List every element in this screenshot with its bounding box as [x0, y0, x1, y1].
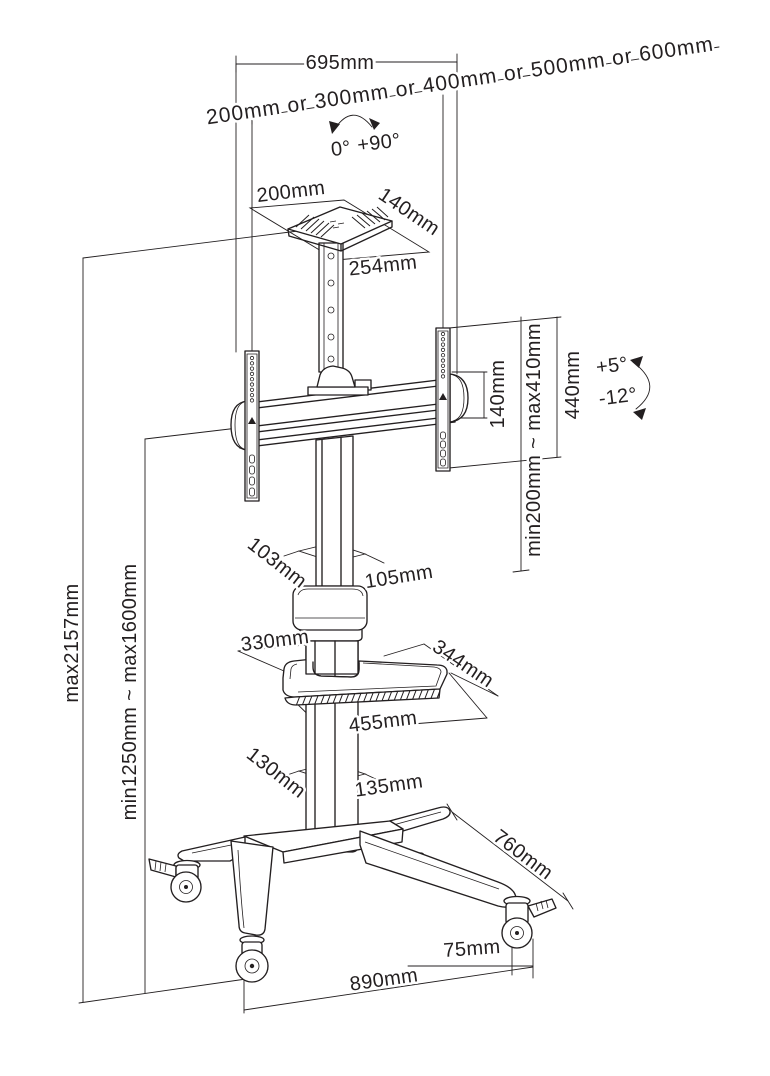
rotation-arrow-icon	[329, 114, 380, 134]
rotation-start-label: 0°	[330, 137, 352, 161]
screen-height-range-label: min1250mm ~ max1600mm	[119, 564, 141, 821]
caster-front	[235, 935, 269, 983]
rail-left-slots	[249, 454, 255, 497]
tilt-down-label: -12°	[598, 384, 639, 411]
crossbar-left-cap	[230, 400, 248, 451]
shelf-hatch-left	[295, 214, 335, 238]
camera-shelf-strut	[318, 242, 344, 373]
rotation-end-label: +90°	[356, 129, 402, 156]
tray-front-band	[284, 688, 441, 706]
rail-right-center-mark	[439, 393, 447, 400]
shelf-depth-label: 140mm	[374, 184, 443, 241]
base-leg-front	[230, 840, 274, 936]
camera-shelf	[287, 206, 393, 252]
rail-right-slots	[440, 431, 446, 467]
vesa-height-range-label: min200mm ~ max410mm	[523, 323, 545, 557]
upper-column	[315, 435, 354, 587]
vesa-rail-right	[435, 327, 451, 472]
upper-column-width-label: 105mm	[363, 561, 434, 593]
vesa-rail-left	[244, 350, 260, 502]
shelf-hatch-right	[351, 206, 389, 229]
height-collar	[292, 585, 368, 642]
caster-right	[501, 895, 557, 949]
shelf-diagonal-label: 254mm	[348, 251, 419, 280]
dim-total-height-lines	[78, 230, 299, 1004]
dim-base-lines	[243, 803, 574, 1014]
dimension-lines	[78, 46, 720, 1014]
caster-left-brake	[148, 858, 177, 878]
caster-left	[148, 858, 202, 903]
upper-column-depth-label: 103mm	[243, 533, 311, 593]
bracket-knob-height-label: 140mm	[487, 360, 509, 429]
crossbar-right-knob	[449, 373, 469, 423]
storage-tray	[282, 640, 448, 706]
tilt-arrow-icon	[630, 356, 651, 420]
lower-column-depth-label: 130mm	[242, 743, 310, 803]
dim-top-width-label: 695mm	[306, 52, 375, 74]
rail-right-holes	[440, 331, 446, 379]
base-width-label: 890mm	[348, 964, 419, 995]
dim-bracket-height-lines	[438, 316, 562, 573]
tray-depth-label: 330mm	[240, 626, 311, 656]
strut-mount	[307, 365, 372, 396]
caster-right-brake	[527, 898, 557, 918]
caster-offset-label: 75mm	[443, 936, 502, 962]
dim-vesa-options-label: 200mm or 300mm or 400mm or 500mm or 600m…	[205, 33, 715, 130]
lower-column-width-label: 135mm	[353, 770, 424, 801]
rail-left-holes	[249, 355, 255, 403]
dim-top-width-lines	[235, 53, 458, 375]
dim-screen-height-lines	[144, 427, 239, 994]
leg-length-label: 760mm	[489, 826, 557, 885]
total-height-max-label: max2157mm	[61, 583, 83, 702]
tray-hatch	[295, 689, 440, 705]
dim-vesa-options-lines	[251, 46, 720, 353]
bracket-height-label: 440mm	[562, 351, 584, 420]
rail-left-center-mark	[248, 417, 256, 424]
dim-camera-shelf-lines	[248, 199, 431, 261]
tilt-up-label: +5°	[595, 353, 629, 379]
base	[148, 806, 557, 983]
